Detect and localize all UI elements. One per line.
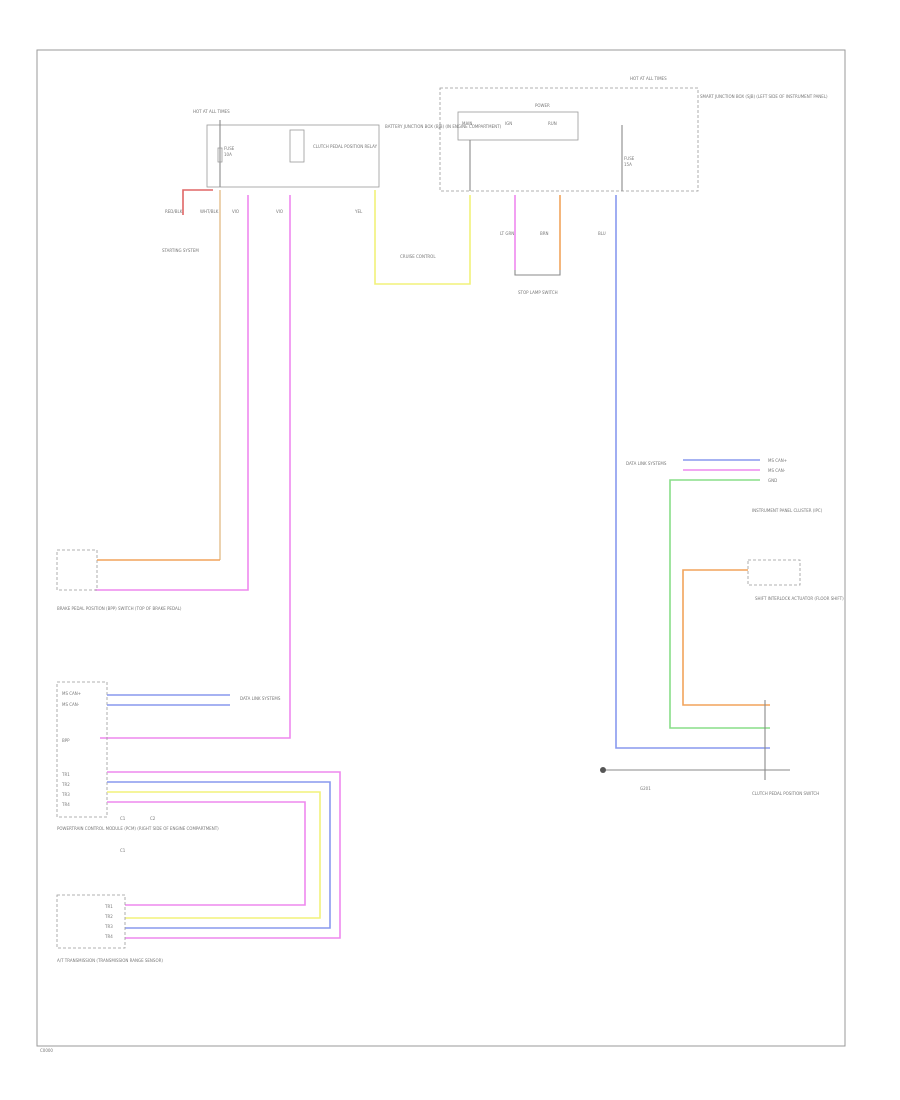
- cluster-label: INSTRUMENT PANEL CLUSTER (IPC): [752, 508, 823, 513]
- pcm-pin-0: MS CAN+: [62, 691, 81, 696]
- cluster-pin-2: GND: [768, 478, 777, 483]
- cluster-pin-1: MS CAN-: [768, 468, 786, 473]
- wire-blue-clutch: [615, 195, 770, 749]
- pcm-pin-num-0: C1: [120, 816, 126, 821]
- pcm-pin-num-1: C2: [150, 816, 156, 821]
- wire-tr4: [107, 801, 306, 906]
- wire-pink-1: [95, 195, 249, 591]
- tr-pin-1: TR2: [104, 914, 113, 919]
- wire-label-blu: BLU: [598, 231, 606, 236]
- hot-label-right: HOT AT ALL TIMES: [630, 76, 667, 81]
- pcm-pin-3: TR1: [61, 772, 70, 777]
- starting-system-label: STARTING SYSTEM: [162, 248, 199, 253]
- pcm-pin-num-2: C1: [120, 848, 126, 853]
- fuse-a-value: 10A: [224, 152, 232, 157]
- wire-orange-interlock: [682, 569, 770, 706]
- at-transmission-label: A/T TRANSMISSION (TRANSMISSION RANGE SEN…: [57, 958, 163, 963]
- wire-label-red-blk: RED/BLK: [165, 209, 183, 214]
- sjb-power-label: POWER: [535, 103, 550, 108]
- wire-tr3: [107, 791, 321, 919]
- pcm-pin-1: MS CAN-: [62, 702, 80, 707]
- pcm-pin-5: TR3: [61, 792, 70, 797]
- pcm-pin-4: TR2: [61, 782, 70, 787]
- relay-icon: [289, 129, 305, 163]
- footer-code: C0000: [40, 1048, 53, 1053]
- hot-label-left: HOT AT ALL TIMES: [193, 109, 230, 114]
- wire-label-vio-1: VIO: [232, 209, 239, 214]
- tr-pin-3: TR4: [104, 934, 113, 939]
- pcm-label: POWERTRAIN CONTROL MODULE (PCM) (RIGHT S…: [57, 826, 219, 831]
- wire-yellow-cruise: [374, 190, 471, 285]
- wire-label-lt-grn: LT GRN: [500, 231, 514, 236]
- brake-switch-label: BRAKE PEDAL POSITION (BPP) SWITCH (TOP O…: [57, 606, 182, 611]
- shift-interlock-box: [747, 559, 801, 586]
- wire-label-vio-2: VIO: [276, 209, 283, 214]
- wire-red-blk-top: [182, 189, 213, 215]
- wire-label-brn: BRN: [540, 231, 549, 236]
- clutch-switch-label: CLUTCH PEDAL POSITION SWITCH: [752, 791, 819, 796]
- data-link-label-right: DATA LINK SYSTEMS: [626, 461, 667, 466]
- pcm-box: [56, 681, 108, 818]
- stoplamp-connector: [514, 270, 561, 276]
- shift-interlock-label: SHIFT INTERLOCK ACTUATOR (FLOOR SHIFT): [755, 596, 844, 601]
- ground-icon: [600, 767, 606, 773]
- wire-green-gnd: [669, 479, 770, 729]
- data-link-label: DATA LINK SYSTEMS: [240, 696, 281, 701]
- bjb-pin-0: MAIN: [462, 121, 472, 126]
- cruise-control-label: CRUISE CONTROL: [400, 254, 436, 259]
- wire-label-wht-blk: WHT/BLK: [200, 209, 219, 214]
- tr-pin-0: TR1: [104, 904, 113, 909]
- at-transmission-box: [56, 894, 126, 949]
- pcm-pin-2: BPP: [62, 738, 70, 743]
- sjb-label: SMART JUNCTION BOX (SJB) (LEFT SIDE OF I…: [700, 94, 828, 99]
- tr-pin-2: TR3: [104, 924, 113, 929]
- bjb-label: BATTERY JUNCTION BOX (BJB) (IN ENGINE CO…: [385, 124, 502, 129]
- fuse-b-value: 15A: [624, 162, 632, 167]
- ground-label: G201: [640, 786, 651, 791]
- bjb-pin-1: IGN: [505, 121, 512, 126]
- bjb-pin-2: RUN: [548, 121, 557, 126]
- pcm-pin-6: TR4: [61, 802, 70, 807]
- sjb-module: [457, 111, 579, 141]
- diagram-frame: [36, 49, 846, 1047]
- wire-tr2: [107, 781, 331, 929]
- battery-junction-box: [206, 124, 380, 188]
- relay-label: CLUTCH PEDAL POSITION RELAY: [313, 144, 378, 149]
- fuse-a-icon: [217, 147, 223, 163]
- cluster-pin-0: MS CAN+: [768, 458, 787, 463]
- wire-label-yel-top: YEL: [354, 209, 363, 214]
- wire-tr1: [107, 771, 341, 939]
- wire-pink-2: [100, 195, 291, 739]
- fuse-a-name: FUSE: [224, 146, 235, 151]
- fuse-b-name: FUSE: [624, 156, 635, 161]
- smart-junction-box: [439, 87, 699, 192]
- brake-switch-box: [56, 549, 98, 591]
- stop-lamp-label: STOP LAMP SWITCH: [518, 290, 558, 295]
